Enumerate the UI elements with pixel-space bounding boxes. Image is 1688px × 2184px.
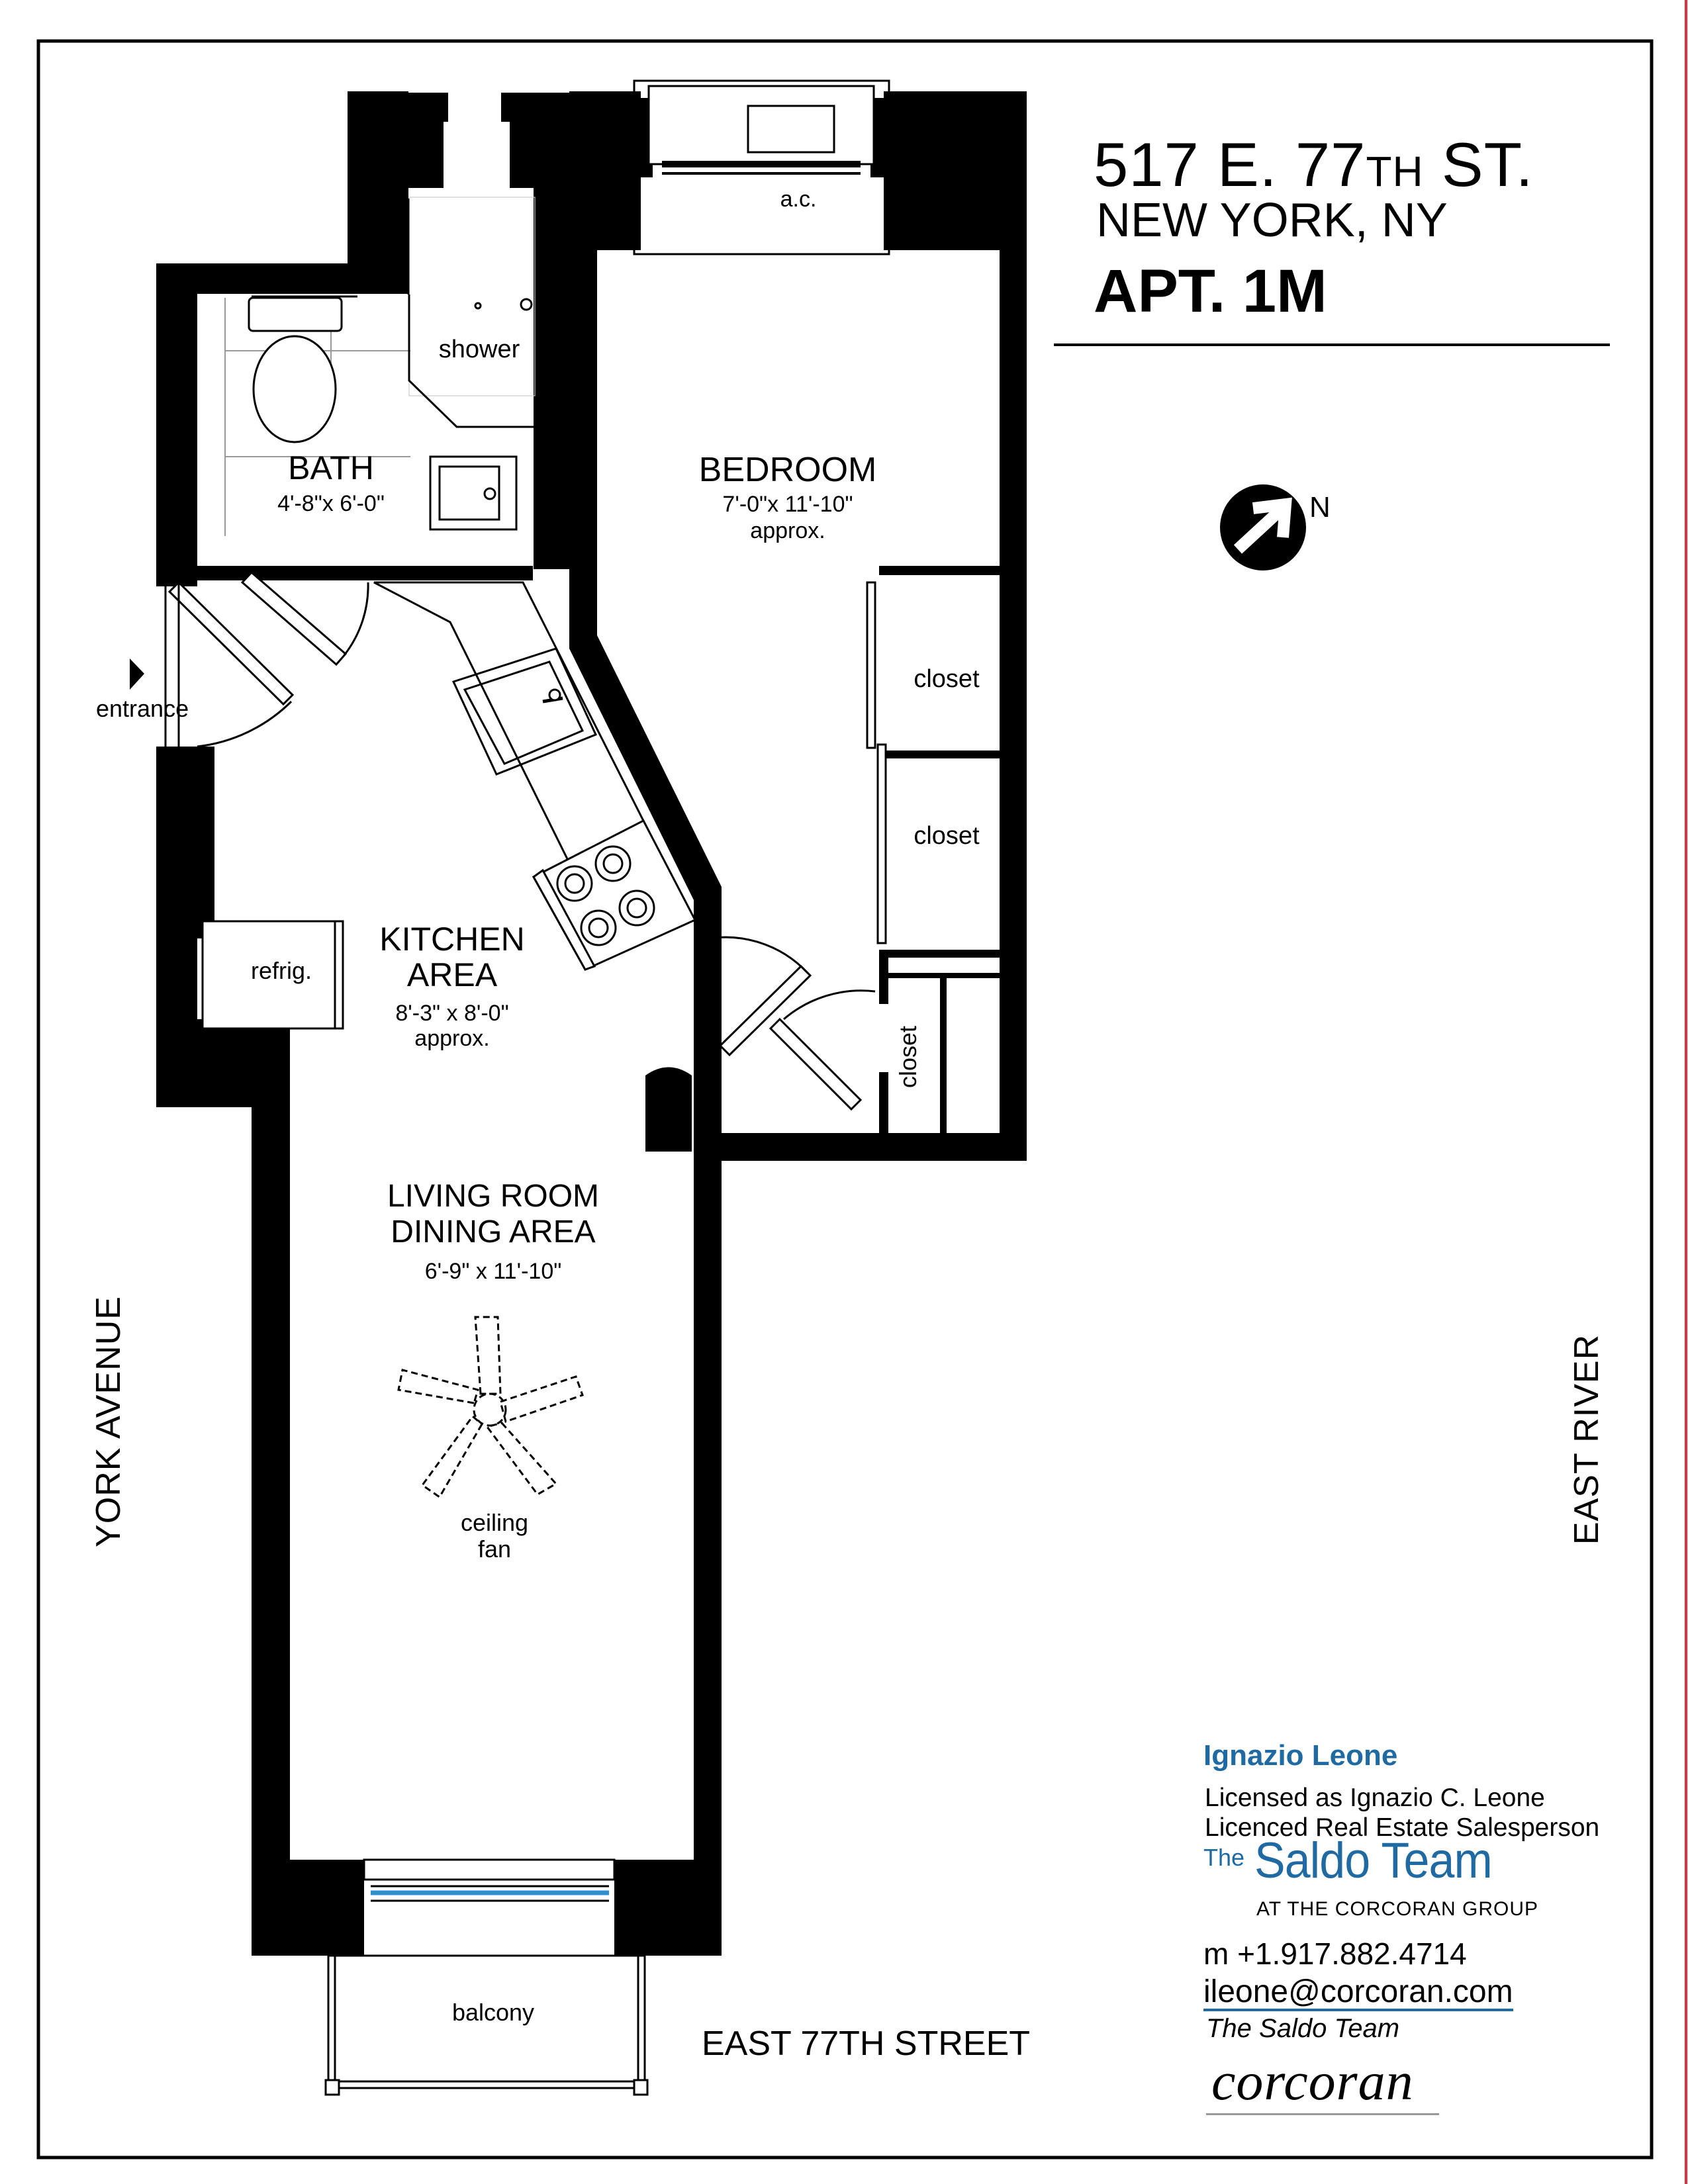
agent-phone[interactable]: m +1.917.882.4714 xyxy=(1203,1936,1467,1971)
fan-name-2: fan xyxy=(477,1535,512,1563)
north-arrow-icon xyxy=(1220,484,1306,570)
balcony xyxy=(324,1954,649,2096)
kitchen-name-2: AREA xyxy=(406,956,498,993)
team-prefix: The xyxy=(1203,1844,1245,1871)
kitchen-note: approx. xyxy=(414,1026,490,1051)
bedroom-size: 7'-0"x 11'-10" xyxy=(722,492,853,517)
kitchen-size: 8'-3" x 8'-0" xyxy=(395,1001,509,1026)
team-group: AT THE CORCORAN GROUP xyxy=(1256,1898,1539,1920)
doors xyxy=(164,570,887,1133)
address-line: 517 E. 77TH ST. xyxy=(1094,129,1534,201)
living-name-1: LIVING ROOM xyxy=(387,1179,600,1214)
entrance-name: entrance xyxy=(96,695,189,722)
bedroom-note: approx. xyxy=(750,518,825,543)
street-end: ST. xyxy=(1423,130,1534,199)
top-window xyxy=(633,79,890,255)
shower-tile xyxy=(408,197,536,396)
team-name: Saldo Team xyxy=(1254,1833,1493,1889)
closet-1-name: closet xyxy=(914,665,980,693)
page-border xyxy=(36,39,1654,2160)
living-size: 6'-9" x 11'-10" xyxy=(424,1259,562,1284)
bath-size: 4'-8"x 6'-0" xyxy=(277,491,385,516)
ac-name: a.c. xyxy=(780,187,817,212)
logo-underline xyxy=(1206,2113,1439,2115)
kitchen-name-1: KITCHEN xyxy=(379,921,525,958)
bottom-window xyxy=(363,1858,616,1902)
refrig-name: refrig. xyxy=(250,957,312,984)
street-west: YORK AVENUE xyxy=(89,1296,128,1547)
bath-sink xyxy=(429,455,518,531)
bath-name: BATH xyxy=(288,449,374,486)
city-line: NEW YORK, NY xyxy=(1096,194,1448,247)
street-suffix: TH xyxy=(1366,148,1424,195)
corcoran-logo: corcoran xyxy=(1211,2051,1414,2111)
shower-name: shower xyxy=(438,336,520,363)
fan-name-1: ceiling xyxy=(460,1509,529,1536)
living-name-2: DINING AREA xyxy=(391,1214,596,1250)
street-south: EAST 77TH STREET xyxy=(702,2025,1031,2063)
entrance-arrow-icon xyxy=(130,659,144,690)
team-signature: The Saldo Team xyxy=(1206,2014,1400,2043)
toilet xyxy=(248,295,357,443)
north-label: N xyxy=(1309,491,1331,523)
street-number: 517 E. 77 xyxy=(1094,130,1366,199)
agent-license-1: Licensed as Ignazio C. Leone xyxy=(1205,1784,1545,1812)
unit-title: APT. 1M xyxy=(1094,257,1327,325)
refrigerator xyxy=(201,920,344,1030)
agent-name: Ignazio Leone xyxy=(1203,1739,1398,1772)
walls xyxy=(156,91,1027,1956)
balcony-name: balcony xyxy=(451,1999,535,2026)
bedroom-name: BEDROOM xyxy=(698,451,877,489)
street-east: EAST RIVER xyxy=(1568,1334,1606,1545)
stove xyxy=(532,819,697,971)
agent-email-link[interactable]: ileone@corcoran.com xyxy=(1203,1975,1513,2012)
header-divider xyxy=(1054,343,1610,346)
shower-outline xyxy=(407,199,535,428)
closet-2-name: closet xyxy=(914,822,980,850)
ceiling-fan-icon xyxy=(397,1316,584,1499)
agent-license-2: Licenced Real Estate Salesperson xyxy=(1205,1813,1600,1842)
closet-3-name: closet xyxy=(894,1025,921,1089)
